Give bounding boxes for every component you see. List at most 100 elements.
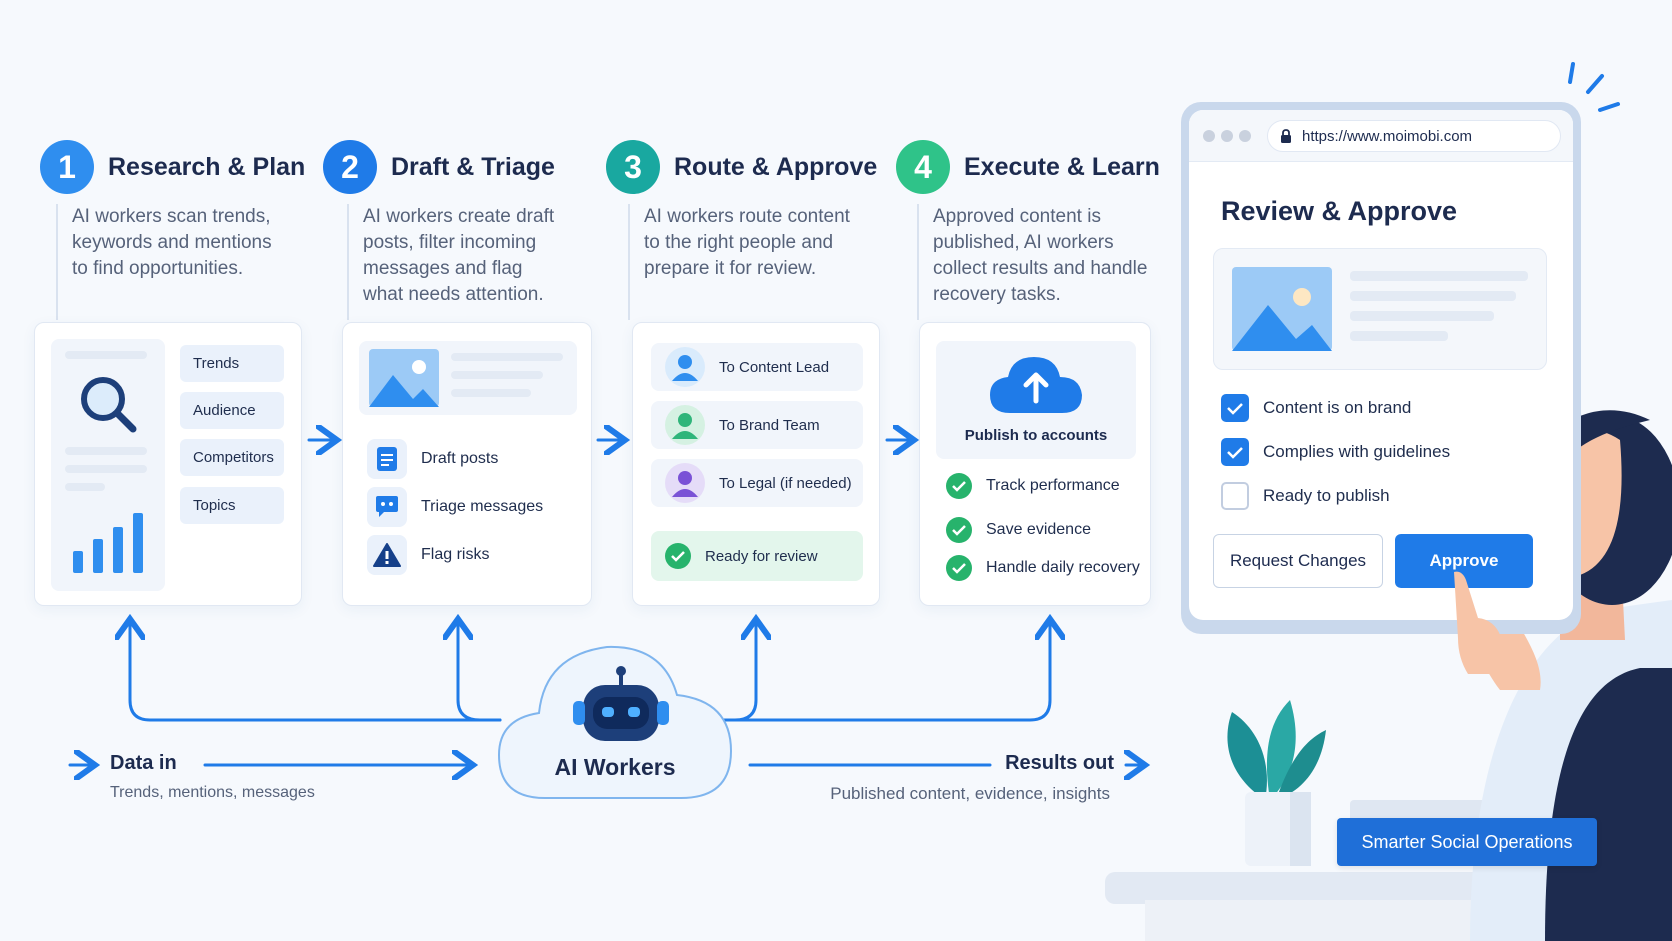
research-panel <box>51 339 165 591</box>
route-brand-team[interactable]: To Brand Team <box>651 401 863 449</box>
step-3-desc-line: to the right people and <box>644 232 834 253</box>
route-brand-team-label: To Brand Team <box>719 416 820 434</box>
chip-topics[interactable]: Topics <box>180 487 284 524</box>
check-guidelines[interactable]: Complies with guidelines <box>1221 438 1450 466</box>
person-icon <box>665 347 705 387</box>
flag-risks-label: Flag risks <box>421 546 490 563</box>
cloud-upload-icon <box>990 357 1082 413</box>
draft-posts-label: Draft posts <box>421 450 499 467</box>
save-evidence-item: Save evidence <box>946 517 1091 543</box>
chip-audience[interactable]: Audience <box>180 392 284 429</box>
check-guidelines-label: Complies with guidelines <box>1263 442 1451 461</box>
track-performance-item: Track performance <box>946 473 1120 499</box>
bar-chart-icon <box>73 513 143 573</box>
step-2-number: 2 <box>323 140 377 194</box>
data-in-subtitle: Trends, mentions, messages <box>110 784 315 801</box>
check-icon <box>665 543 691 569</box>
step-3-number: 3 <box>606 140 660 194</box>
check-ready-publish-label: Ready to publish <box>1263 486 1390 505</box>
skeleton-line <box>1350 311 1494 321</box>
check-icon <box>946 555 972 581</box>
ai-workers-label: AI Workers <box>554 754 676 780</box>
skeleton-line <box>65 447 147 455</box>
step-1-title: Research & Plan <box>108 152 306 181</box>
research-card: Trends Audience Competitors Topics <box>34 322 302 606</box>
publish-panel[interactable]: Publish to accounts <box>936 341 1136 459</box>
skeleton-line <box>1350 271 1528 281</box>
ready-for-review-badge: Ready for review <box>651 531 863 581</box>
skeleton-line <box>65 483 105 491</box>
book-cover: Smarter Social Operations <box>1337 818 1597 866</box>
person-icon <box>665 405 705 445</box>
publish-label: Publish to accounts <box>964 427 1108 444</box>
step-4-desc-line: Approved content is <box>933 206 1101 227</box>
step-2-desc-line: messages and flag <box>363 258 523 279</box>
chip-trends[interactable]: Trends <box>180 345 284 382</box>
book-title: Smarter Social Operations <box>1361 831 1573 852</box>
step-2-header: 2 Draft & Triage <box>323 140 555 194</box>
flag-risks-item[interactable]: Flag risks <box>367 535 489 575</box>
route-legal-label: To Legal (if needed) <box>719 474 852 492</box>
chip-competitors[interactable]: Competitors <box>180 439 284 476</box>
route-legal[interactable]: To Legal (if needed) <box>651 459 863 507</box>
step-2-desc-line: what needs attention. <box>363 284 544 305</box>
handle-recovery-item: Handle daily recovery <box>946 555 1140 581</box>
warning-icon <box>367 535 407 575</box>
step-2-description: AI workers create draft posts, filter in… <box>347 204 617 320</box>
step-3-desc-line: AI workers route content <box>644 206 850 227</box>
step-1-number: 1 <box>40 140 94 194</box>
check-ready-publish[interactable]: Ready to publish <box>1221 482 1390 510</box>
skeleton-line <box>451 371 543 379</box>
address-bar[interactable]: https://www.moimobi.com <box>1267 120 1561 152</box>
person-icon <box>665 463 705 503</box>
checkbox-checked-icon[interactable] <box>1221 438 1249 466</box>
step-1-desc-line: keywords and mentions <box>72 232 272 253</box>
step-1-desc-line: to find opportunities. <box>72 258 244 279</box>
step-2-title: Draft & Triage <box>391 152 555 181</box>
skeleton-line <box>65 351 147 359</box>
checkbox-checked-icon[interactable] <box>1221 394 1249 422</box>
draft-preview <box>359 341 577 415</box>
step-1-header: 1 Research & Plan <box>40 140 305 194</box>
image-placeholder-icon <box>1232 267 1332 351</box>
step-1-desc-line: AI workers scan trends, <box>72 206 271 227</box>
track-performance-label: Track performance <box>986 477 1120 494</box>
url-text: https://www.moimobi.com <box>1302 127 1473 145</box>
step-4-title: Execute & Learn <box>964 152 1160 181</box>
approve-button[interactable]: Approve <box>1395 534 1533 588</box>
review-heading: Review & Approve <box>1221 196 1458 226</box>
skeleton-line <box>1350 291 1516 301</box>
draft-posts-item[interactable]: Draft posts <box>367 439 498 479</box>
step-4-header: 4 Execute & Learn <box>896 140 1160 194</box>
route-content-lead-label: To Content Lead <box>719 358 830 376</box>
step-2-desc-line: AI workers create draft <box>363 206 555 227</box>
check-on-brand-label: Content is on brand <box>1263 398 1412 417</box>
route-content-lead[interactable]: To Content Lead <box>651 343 863 391</box>
handle-recovery-label: Handle daily recovery <box>986 559 1140 576</box>
triage-messages-label: Triage messages <box>421 498 544 515</box>
browser-toolbar: https://www.moimobi.com <box>1189 110 1573 162</box>
window-dot-icon <box>1221 130 1233 142</box>
browser-frame: https://www.moimobi.com Review & Approve… <box>1181 102 1581 634</box>
sparkle-icon <box>1568 62 1620 112</box>
chat-icon <box>367 487 407 527</box>
draft-card: Draft posts Triage messages Flag risks <box>342 322 592 606</box>
results-out-subtitle: Published content, evidence, insights <box>830 784 1110 803</box>
browser-window: https://www.moimobi.com Review & Approve… <box>1189 110 1573 620</box>
step-1-description: AI workers scan trends, keywords and men… <box>56 204 316 320</box>
checkbox-empty-icon[interactable] <box>1221 482 1249 510</box>
step-4-desc-line: recovery tasks. <box>933 284 1061 305</box>
request-changes-button[interactable]: Request Changes <box>1213 534 1383 588</box>
document-icon <box>367 439 407 479</box>
ai-workers-cloud <box>497 645 733 799</box>
check-on-brand[interactable]: Content is on brand <box>1221 394 1411 422</box>
save-evidence-label: Save evidence <box>986 521 1091 538</box>
skeleton-line <box>1350 331 1448 341</box>
step-4-number: 4 <box>896 140 950 194</box>
search-icon <box>81 377 137 433</box>
step-3-title: Route & Approve <box>674 152 878 181</box>
step-4-desc-line: collect results and handle <box>933 258 1148 279</box>
triage-messages-item[interactable]: Triage messages <box>367 487 543 527</box>
step-3-header: 3 Route & Approve <box>606 140 877 194</box>
skeleton-line <box>451 353 563 361</box>
